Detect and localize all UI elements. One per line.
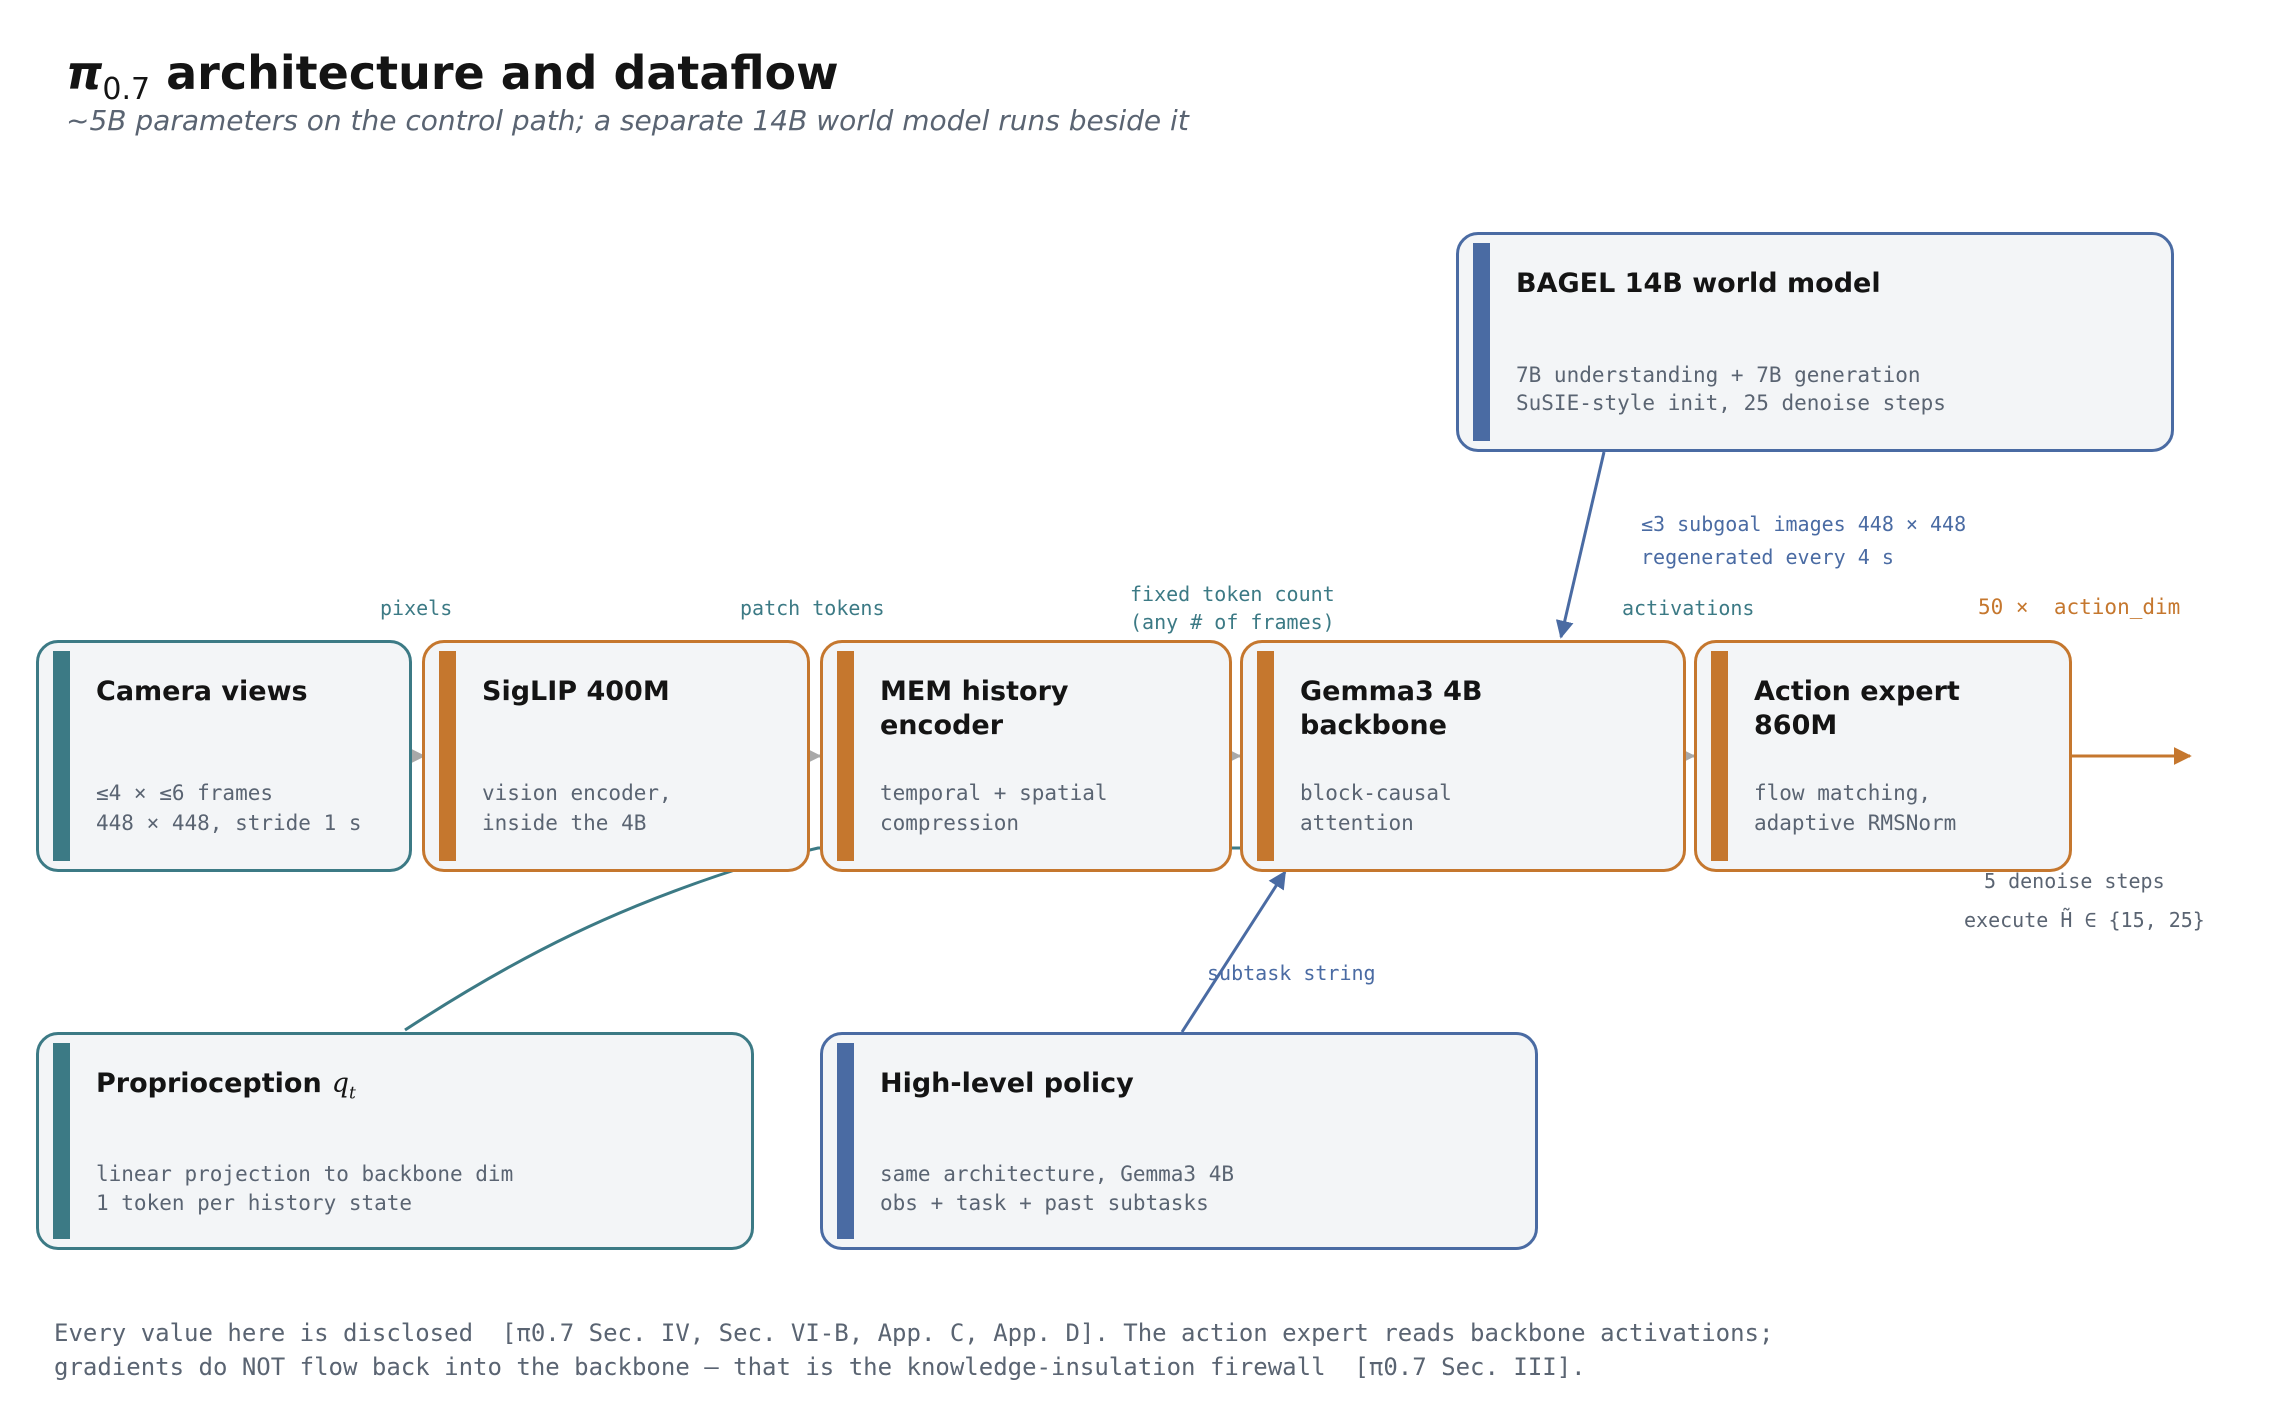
node-title-line-2: 860M [1754, 710, 1838, 741]
node-desc-1: linear projection to backbone dim [96, 1162, 514, 1186]
symbol-q: q [331, 1068, 349, 1099]
node-accent-bar [53, 651, 70, 861]
footer-line-2: gradients do NOT flow back into the back… [54, 1353, 1586, 1381]
node-desc-1: ≤4 × ≤6 frames [96, 781, 274, 805]
node-accent-bar [837, 1043, 854, 1239]
node-title-line-1: Gemma3 4B [1300, 676, 1483, 707]
node-desc-2: inside the 4B [482, 811, 647, 835]
node-desc-2: 1 token per history state [96, 1191, 413, 1215]
node-accent-bar [1473, 243, 1490, 441]
label-subgoal-images: ≤3 subgoal images 448 × 448 [1641, 512, 1967, 536]
node-accent-bar [837, 651, 854, 861]
bagel-world-model-node: BAGEL 14B world model 7B understanding +… [1456, 232, 2174, 452]
siglip-node: SigLIP 400M vision encoder, inside the 4… [422, 640, 810, 872]
subtask-arrow [1180, 870, 1287, 1033]
node-desc-2: adaptive RMSNorm [1754, 811, 1957, 835]
label-regenerated: regenerated every 4 s [1641, 545, 1894, 569]
label-fixed-token-count: fixed token count [1130, 582, 1335, 606]
high-level-policy-node: High-level policy same architecture, Gem… [820, 1032, 1538, 1250]
node-desc-2: compression [880, 811, 1020, 835]
label-patch-tokens: patch tokens [740, 596, 885, 620]
footer-line-1: Every value here is disclosed [π0.7 Sec.… [54, 1319, 1774, 1347]
node-accent-bar [1257, 651, 1274, 861]
node-title-text: Proprioception [96, 1068, 322, 1099]
subgoal-arrow [1555, 451, 1606, 639]
proprioception-node: Proprioception qt linear projection to ba… [36, 1032, 754, 1250]
node-title-line-2: backbone [1300, 710, 1447, 741]
node-title: Proprioception qt [96, 1067, 737, 1110]
diagram-title: π0.7 architecture and dataflow [66, 46, 839, 107]
node-title-line-2: encoder [880, 710, 1004, 741]
node-title: High-level policy [880, 1068, 1134, 1099]
node-title-line-1: Action expert [1754, 676, 1960, 707]
node-desc-1: 7B understanding + 7B generation [1516, 363, 1921, 387]
label-any-frames: (any # of frames) [1130, 610, 1335, 634]
node-desc-2: 448 × 448, stride 1 s [96, 811, 362, 835]
node-title: Camera views [96, 676, 308, 707]
camera-views-node: Camera views ≤4 × ≤6 frames 448 × 448, s… [36, 640, 412, 872]
node-title-line-1: MEM history [880, 676, 1069, 707]
label-denoise-steps: 5 denoise steps [1984, 869, 2165, 893]
label-action-dim: 50 × action_dim [1978, 595, 2181, 619]
node-desc-1: temporal + spatial [880, 781, 1108, 805]
node-desc-1: flow matching, [1754, 781, 1932, 805]
node-accent-bar [1711, 651, 1728, 861]
node-accent-bar [53, 1043, 70, 1239]
node-desc-1: vision encoder, [482, 781, 672, 805]
pi-symbol: π [66, 46, 103, 100]
proprio-symbol: qt [331, 1068, 356, 1103]
label-subtask-string: subtask string [1207, 961, 1376, 985]
label-execute-horizon: execute H̃ ∈ {15, 25} [1964, 908, 2205, 932]
footer-note: Every value here is disclosed [π0.7 Sec.… [54, 1316, 1773, 1384]
node-desc-1: block-causal [1300, 781, 1452, 805]
node-desc-2: attention [1300, 811, 1414, 835]
label-activations: activations [1622, 596, 1755, 620]
node-title: BAGEL 14B world model [1516, 268, 1881, 299]
node-title: SigLIP 400M [482, 676, 670, 707]
node-accent-bar [439, 651, 456, 861]
label-pixels: pixels [380, 596, 453, 620]
proprio-to-backbone-curve [404, 846, 1245, 1032]
symbol-subscript: t [348, 1083, 356, 1104]
node-desc-2: SuSIE-style init, 25 denoise steps [1516, 391, 1946, 415]
diagram-subtitle: ~5B parameters on the control path; a se… [66, 104, 1189, 137]
title-text: architecture and dataflow [166, 46, 839, 100]
node-desc-1: same architecture, Gemma3 4B [880, 1162, 1235, 1186]
title-subscript: 0.7 [102, 72, 151, 107]
node-desc-2: obs + task + past subtasks [880, 1191, 1209, 1215]
